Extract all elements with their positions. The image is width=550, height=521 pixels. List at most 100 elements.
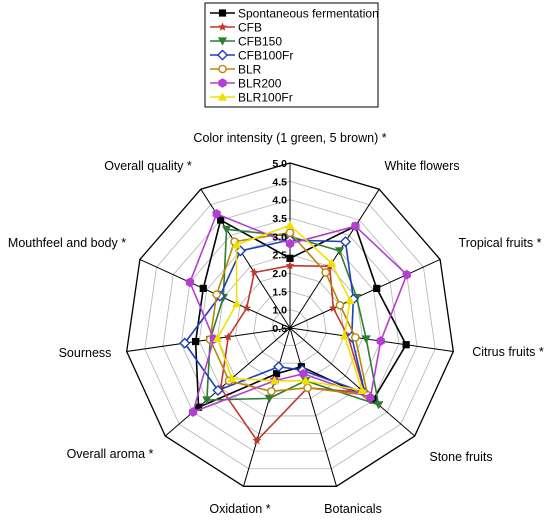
series-1-point-2	[328, 303, 338, 312]
legend-marker-2	[217, 37, 228, 46]
axis-spoke-1	[289, 188, 380, 329]
tick-label-4: 2.5	[272, 250, 287, 262]
series-6-point-7	[227, 373, 237, 383]
series-0-point-9	[199, 284, 207, 292]
series-layer	[179, 209, 411, 445]
series-1-point-9	[242, 303, 252, 312]
legend-item-6: BLR100Fr	[210, 91, 293, 105]
legend-label-6: BLR100Fr	[238, 91, 293, 105]
series-0-point-6	[272, 370, 281, 378]
series-5	[185, 209, 411, 417]
axis-spoke-5	[289, 327, 337, 487]
series-0-point-3	[402, 341, 410, 349]
tick-label-7: 4.0	[272, 195, 287, 207]
grid-ring-6	[180, 217, 400, 434]
axis-label-3: Citrus fruits *	[472, 345, 544, 359]
axis-labels: Color intensity (1 green, 5 brown) *Whit…	[8, 131, 544, 516]
axis-label-8: Sourness	[59, 346, 112, 360]
grid-ring-8	[144, 180, 436, 470]
legend-label-5: BLR200	[238, 77, 282, 91]
series-5-point-3	[376, 336, 385, 346]
series-6-point-3	[339, 331, 350, 340]
series-line-4	[209, 231, 369, 397]
axis-label-6: Oxidation *	[209, 502, 270, 516]
legend: Spontaneous fermentationCFBCFB150CFB100F…	[204, 2, 379, 108]
series-0-point-8	[192, 337, 200, 346]
series-4-point-0	[285, 228, 295, 237]
series-4-point-5	[303, 383, 312, 393]
series-6-point-6	[269, 376, 280, 385]
series-5-point-7	[188, 407, 198, 417]
series-4-point-2	[335, 300, 345, 310]
series-5-point-10	[212, 209, 221, 219]
grid-ring-9	[126, 162, 454, 487]
series-4-point-6	[267, 387, 276, 396]
tick-label-8: 4.5	[272, 176, 287, 188]
series-4-point-1	[321, 268, 330, 277]
series-3-point-6	[273, 361, 285, 373]
legend-marker-6	[217, 92, 228, 101]
series-3-point-7	[212, 384, 224, 397]
series-1	[216, 261, 370, 445]
series-3-point-10	[234, 245, 247, 257]
series-6-point-10	[231, 240, 242, 249]
series-line-6	[216, 224, 363, 392]
tick-labels: 0.51.01.52.02.53.03.54.04.55.0	[272, 158, 287, 335]
series-line-0	[194, 219, 407, 409]
series-0-point-0	[286, 254, 294, 262]
series-0-point-2	[373, 284, 381, 292]
series-6-point-4	[357, 385, 367, 395]
series-6-point-9	[232, 299, 242, 308]
series-2-point-4	[374, 401, 384, 410]
series-5-point-2	[402, 269, 411, 280]
legend-label-2: CFB150	[238, 35, 282, 49]
axis-label-4: Stone fruits	[429, 450, 492, 464]
series-6	[212, 220, 367, 395]
series-line-1	[219, 264, 366, 442]
axis-spoke-6	[243, 327, 291, 487]
legend-item-2: CFB150	[210, 35, 282, 49]
series-6-point-1	[327, 258, 337, 267]
legend-label-0: Spontaneous fermentation	[238, 7, 379, 21]
axis-spoke-2	[289, 259, 441, 329]
series-2-point-7	[202, 396, 212, 405]
series-6-point-2	[345, 295, 355, 305]
tick-label-9: 5.0	[272, 158, 287, 170]
axis-spoke-3	[289, 327, 454, 352]
series-6-point-5	[300, 376, 311, 385]
series-2-point-10	[221, 225, 232, 234]
series-5-point-9	[185, 277, 195, 288]
series-2-point-3	[361, 335, 371, 344]
grid-ring-2	[253, 290, 327, 364]
legend-label-3: CFB100Fr	[238, 49, 293, 63]
grid-ring-7	[162, 199, 418, 452]
series-1-point-0	[285, 261, 295, 270]
series-6-point-0	[285, 220, 295, 229]
legend-item-0: Spontaneous fermentation	[210, 7, 379, 21]
tick-label-5: 3.0	[272, 231, 287, 243]
series-2-point-6	[264, 394, 274, 403]
legend-item-3: CFB100Fr	[210, 49, 293, 63]
legend-marker-0	[218, 9, 227, 17]
axis-label-9: Mouthfeel and body *	[8, 236, 126, 250]
legend-marker-1	[218, 22, 227, 31]
grid-ring-5	[198, 235, 382, 417]
series-4-point-3	[351, 333, 360, 342]
series-5-point-5	[299, 368, 308, 379]
tick-label-2: 1.5	[272, 286, 287, 298]
legend-marker-3	[216, 49, 229, 61]
radar-grid	[126, 162, 454, 487]
series-1-point-6	[252, 435, 262, 445]
series-0-point-7	[194, 403, 203, 411]
tick-label-3: 2.0	[272, 268, 287, 280]
tick-label-1: 1.0	[272, 305, 287, 317]
legend-item-1: CFB	[210, 21, 262, 35]
grid-ring-1	[271, 309, 309, 346]
legend-label-4: BLR	[238, 63, 262, 77]
axis-label-2: Tropical fruits *	[459, 236, 542, 250]
series-3-point-1	[339, 236, 352, 248]
series-1-point-8	[223, 332, 233, 341]
legend-item-4: BLR	[210, 63, 262, 77]
series-3-point-8	[179, 337, 191, 349]
